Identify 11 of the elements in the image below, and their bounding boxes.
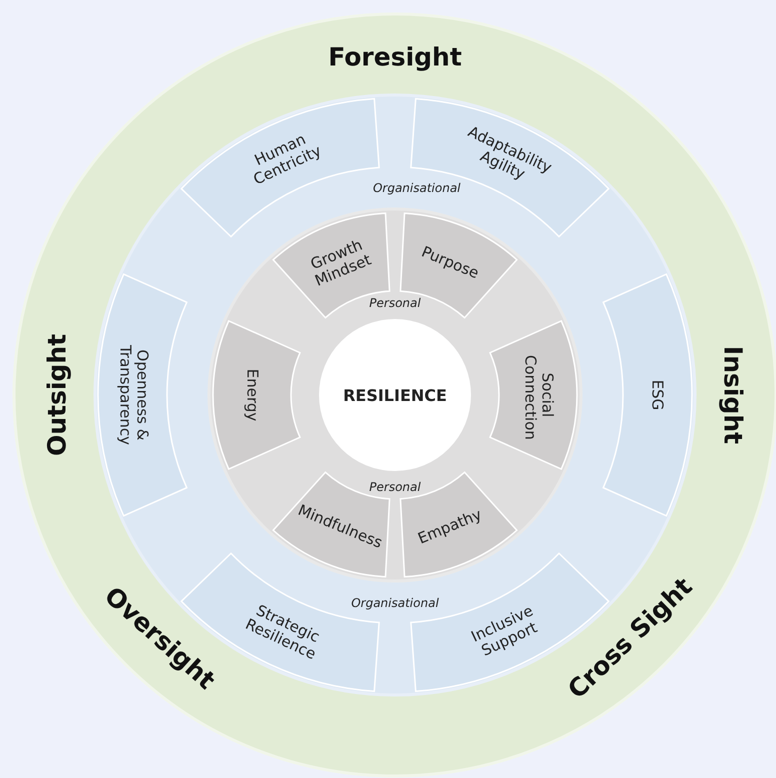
ring-label: Insight bbox=[718, 346, 748, 444]
layer-label: Personal bbox=[369, 296, 421, 310]
segment-label: Openness & Transparency bbox=[116, 344, 150, 448]
layer-label: Organisational bbox=[351, 596, 439, 610]
center-label: RESILIENCE bbox=[343, 386, 447, 404]
ring-label: Outsight bbox=[42, 334, 72, 456]
ring-label: Foresight bbox=[328, 42, 462, 72]
segment-label: Energy bbox=[243, 368, 261, 424]
layer-label: Organisational bbox=[372, 181, 461, 196]
segment-label: ESG bbox=[648, 378, 666, 412]
layer-label: Personal bbox=[369, 480, 421, 494]
